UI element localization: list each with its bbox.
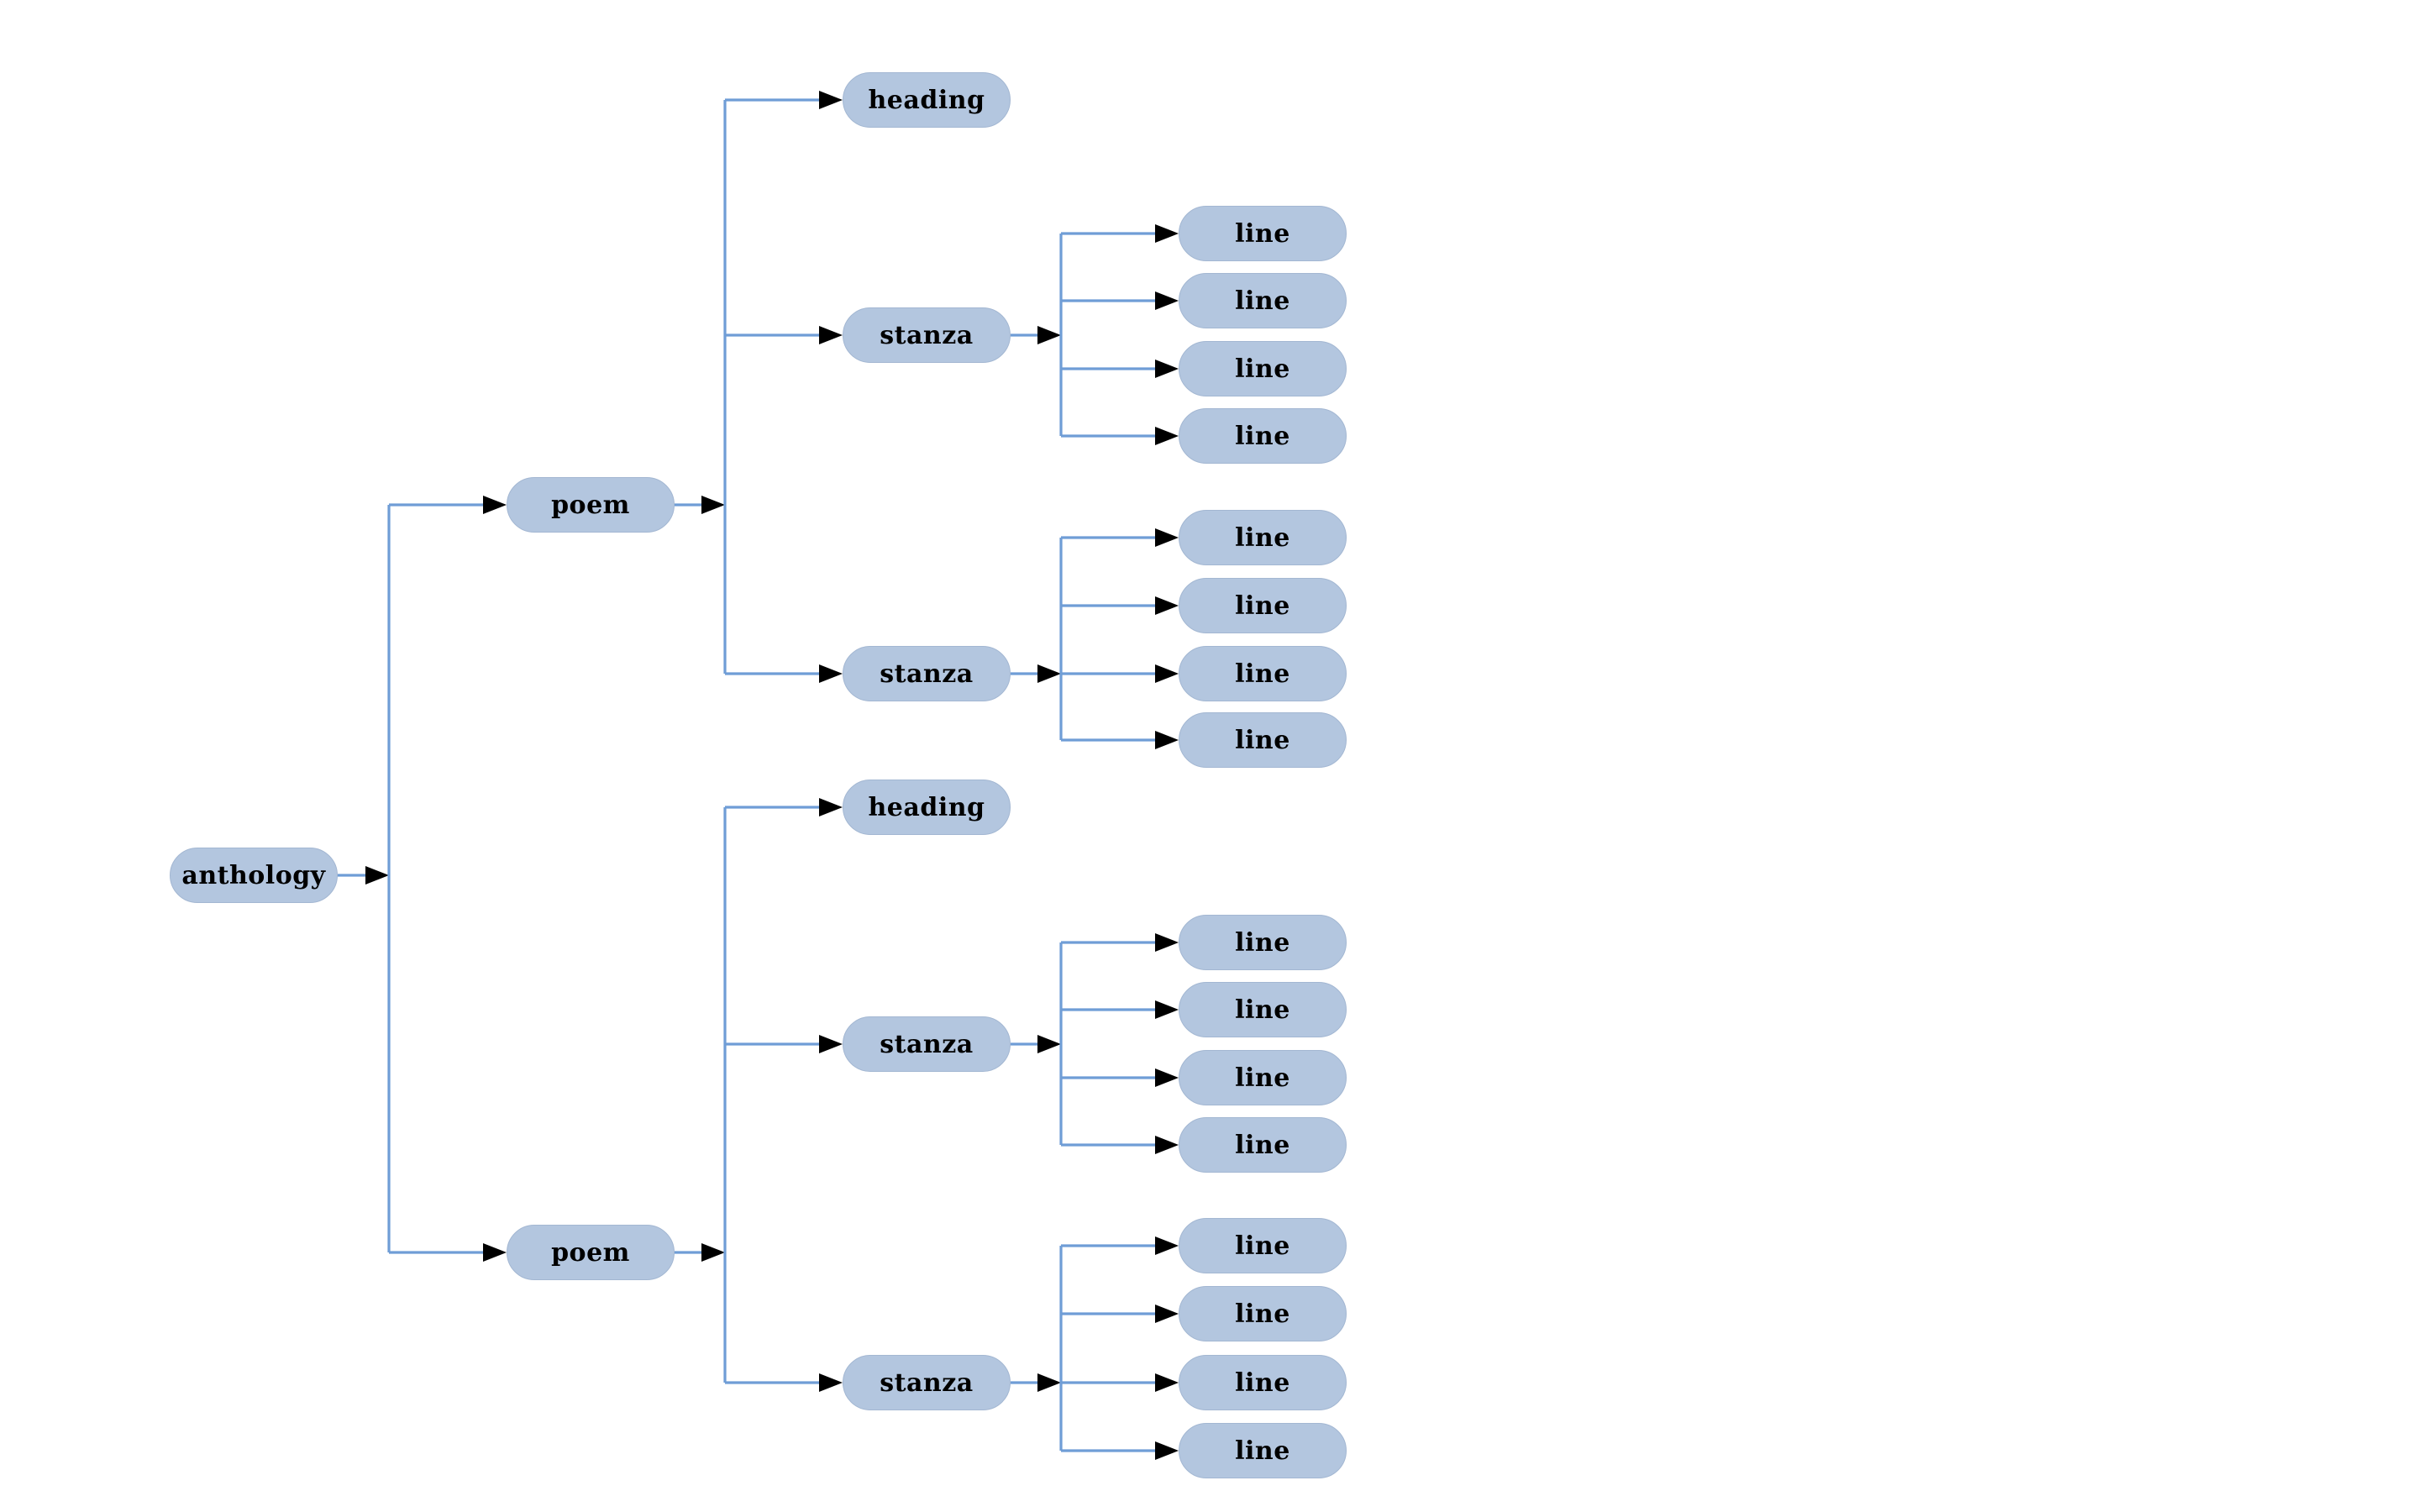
arrowhead-icon [1155,1441,1179,1460]
arrowhead-icon [1155,427,1179,445]
arrowhead-icon [1037,1035,1061,1053]
arrowhead-icon [701,496,725,514]
node-stanza: stanza [843,1355,1011,1410]
node-line: line [1179,1423,1347,1478]
arrowhead-icon [1155,224,1179,243]
arrowhead-icon [1155,528,1179,547]
node-stanza: stanza [843,646,1011,701]
node-line: line [1179,712,1347,768]
node-line: line [1179,646,1347,701]
node-line: line [1179,1218,1347,1273]
arrowhead-icon [819,326,843,344]
arrowhead-icon [819,664,843,683]
node-line: line [1179,206,1347,261]
node-line: line [1179,1286,1347,1341]
node-line: line [1179,1117,1347,1173]
arrowhead-icon [1037,1373,1061,1392]
node-line: line [1179,273,1347,328]
arrowhead-icon [819,1035,843,1053]
arrowhead-icon [1037,664,1061,683]
arrowhead-icon [1155,291,1179,310]
arrowhead-icon [819,1373,843,1392]
node-line: line [1179,510,1347,565]
arrowhead-icon [1155,1068,1179,1087]
arrowhead-icon [1155,1373,1179,1392]
node-line: line [1179,1355,1347,1410]
node-heading: heading [843,72,1011,128]
node-line: line [1179,915,1347,970]
node-line: line [1179,1050,1347,1105]
node-anthology: anthology [170,848,338,903]
node-line: line [1179,578,1347,633]
arrowhead-icon [1155,1000,1179,1019]
arrowhead-icon [1155,596,1179,615]
node-poem: poem [507,1225,675,1280]
arrowhead-icon [1155,731,1179,749]
arrowhead-icon [1155,933,1179,952]
node-stanza: stanza [843,307,1011,363]
node-stanza: stanza [843,1016,1011,1072]
arrowhead-icon [1155,360,1179,378]
node-heading: heading [843,780,1011,835]
arrowhead-icon [701,1243,725,1262]
arrowhead-icon [1037,326,1061,344]
arrowhead-icon [1155,664,1179,683]
node-line: line [1179,341,1347,396]
arrowhead-icon [365,866,389,885]
arrowhead-icon [1155,1305,1179,1323]
arrowhead-icon [819,798,843,816]
arrowhead-icon [483,1243,507,1262]
arrowhead-icon [819,91,843,109]
node-poem: poem [507,477,675,533]
arrowhead-icon [1155,1136,1179,1154]
arrowhead-icon [1155,1236,1179,1255]
node-line: line [1179,408,1347,464]
node-line: line [1179,982,1347,1037]
arrowhead-icon [483,496,507,514]
